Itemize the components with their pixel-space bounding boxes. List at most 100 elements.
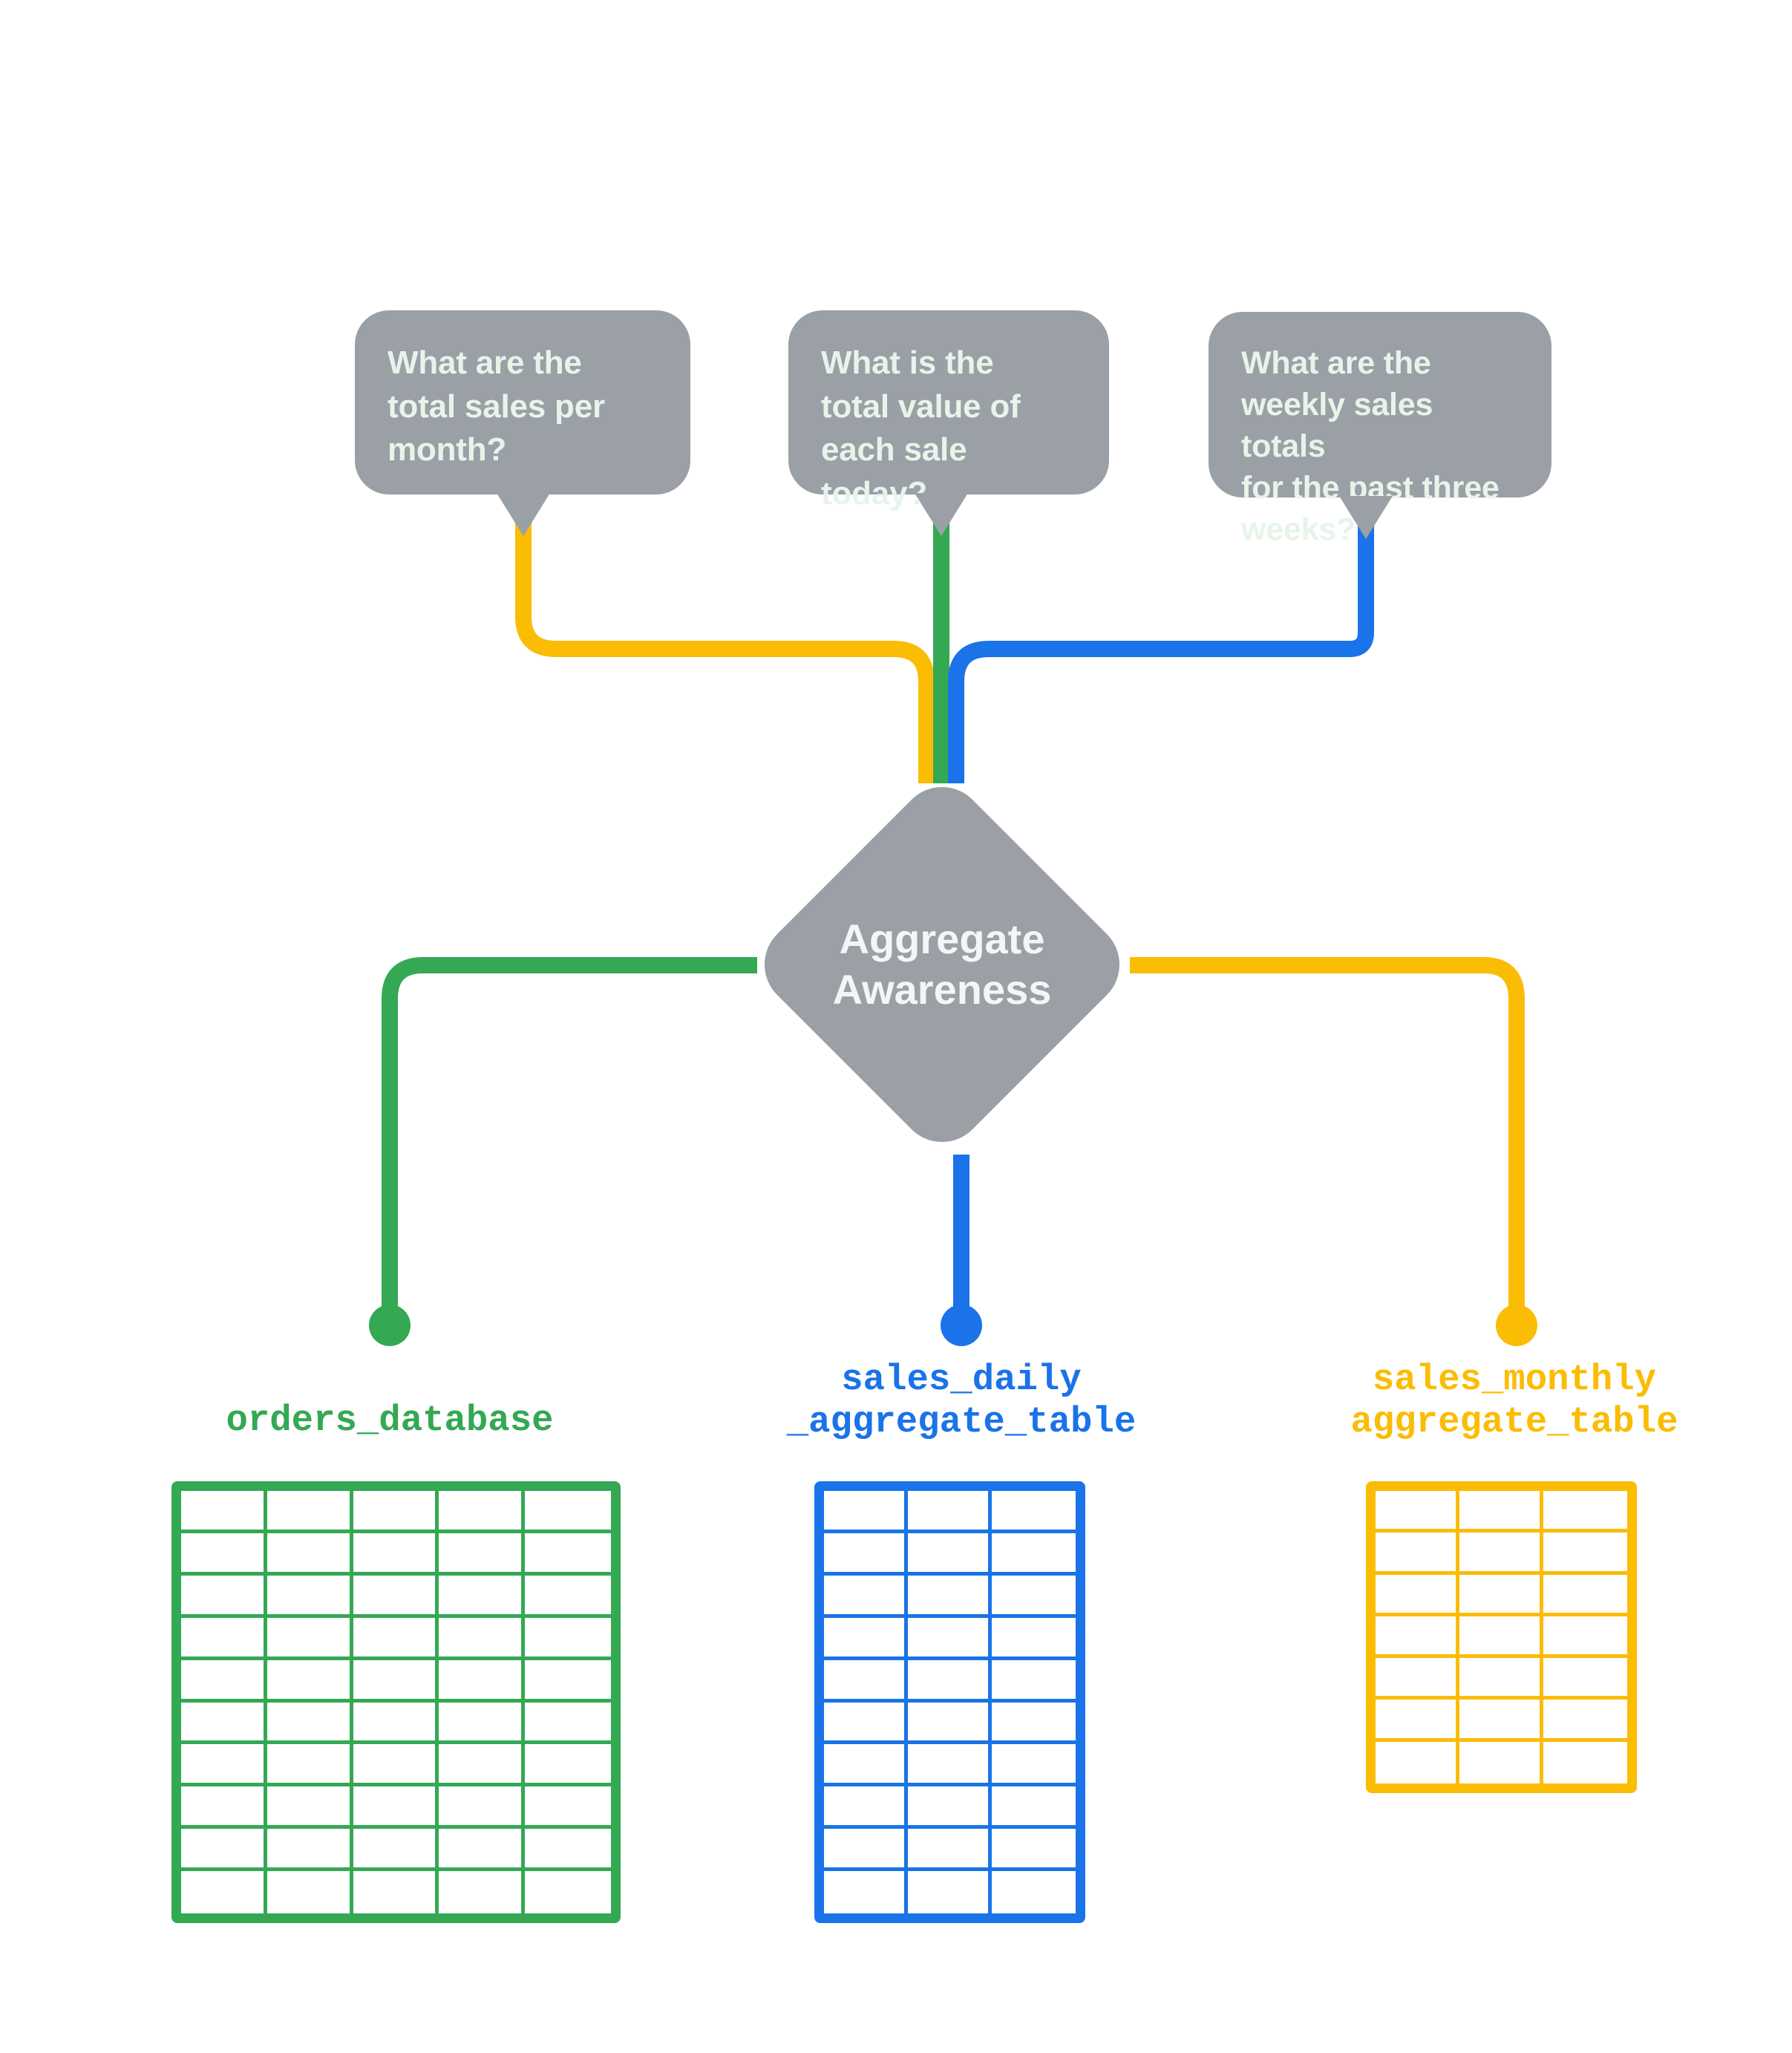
table-cell	[181, 1617, 267, 1660]
table-cell	[181, 1659, 267, 1703]
table-cell	[353, 1702, 439, 1745]
connector-blue-endpoint-dot	[941, 1305, 982, 1346]
table-cell	[181, 1575, 267, 1618]
orders-database-grid	[171, 1481, 621, 1923]
table-cell	[992, 1491, 1076, 1533]
table-cell	[824, 1702, 908, 1745]
table-cell	[353, 1871, 439, 1913]
connector-green-bottom	[382, 957, 757, 1322]
table-cell	[525, 1575, 611, 1618]
question-bubble-weekly[interactable]: What are the weekly sales totals for the…	[1209, 312, 1551, 547]
table-cell	[525, 1786, 611, 1830]
question-bubble-daily[interactable]: What is the total value of each sale tod…	[788, 310, 1109, 512]
table-cell	[353, 1786, 439, 1830]
table-cell	[439, 1659, 526, 1703]
table-cell	[1459, 1741, 1543, 1783]
table-cell	[908, 1829, 992, 1872]
table-cell	[992, 1744, 1076, 1787]
table-cell	[824, 1659, 908, 1703]
table-cell	[181, 1533, 267, 1576]
table-cell	[181, 1829, 267, 1872]
table-cell	[181, 1786, 267, 1830]
sales-monthly-aggregate-table-grid	[1366, 1481, 1637, 1793]
table-cell	[1459, 1658, 1543, 1700]
table-cell	[908, 1871, 992, 1913]
table-cell	[439, 1786, 526, 1830]
question-bubble-weekly-tail	[1339, 496, 1393, 539]
table-cell	[1376, 1533, 1459, 1575]
table-cell	[266, 1871, 353, 1913]
table-cell	[1459, 1574, 1543, 1616]
table-cell	[824, 1575, 908, 1618]
sales-monthly-aggregate-table-label: sales_monthly aggregate_table	[1350, 1359, 1678, 1443]
table-cell	[1376, 1741, 1459, 1783]
table-cell	[908, 1533, 992, 1576]
table-cell	[1376, 1616, 1459, 1659]
table-cell	[824, 1786, 908, 1830]
table-cell	[1543, 1658, 1627, 1700]
table-cell	[1376, 1574, 1459, 1616]
table-cell	[266, 1533, 353, 1576]
table-cell	[353, 1829, 439, 1872]
table-cell	[992, 1702, 1076, 1745]
table-cell	[266, 1659, 353, 1703]
table-cell	[525, 1659, 611, 1703]
table-cell	[824, 1491, 908, 1533]
table-cell	[1543, 1741, 1627, 1783]
table-cell	[1459, 1700, 1543, 1742]
aggregate-awareness-node[interactable]: Aggregate Awareness	[746, 768, 1138, 1161]
table-cell	[908, 1786, 992, 1830]
table-cell	[1543, 1491, 1627, 1533]
table-cell	[266, 1491, 353, 1533]
table-cell	[266, 1617, 353, 1660]
orders-database-label: orders_database	[226, 1400, 554, 1441]
table-cell	[353, 1533, 439, 1576]
table-cell	[266, 1744, 353, 1787]
table-cell	[1459, 1616, 1543, 1659]
table-cell	[525, 1533, 611, 1576]
table-cell	[908, 1702, 992, 1745]
connector-blue-top	[948, 520, 1374, 783]
question-bubble-daily-tail	[915, 493, 968, 536]
table-cell	[1543, 1574, 1627, 1616]
table-cell	[525, 1617, 611, 1660]
question-bubble-monthly-tail	[497, 493, 550, 536]
table-cell	[525, 1702, 611, 1745]
table-cell	[1459, 1491, 1543, 1533]
table-cell	[439, 1702, 526, 1745]
table-cell	[353, 1659, 439, 1703]
table-cell	[908, 1659, 992, 1703]
table-cell	[266, 1786, 353, 1830]
table-cell	[992, 1533, 1076, 1576]
table-cell	[992, 1659, 1076, 1703]
table-cell	[908, 1491, 992, 1533]
question-bubble-daily-text: What is the total value of each sale tod…	[821, 345, 1021, 512]
question-bubble-monthly[interactable]: What are the total sales per month?	[355, 310, 690, 495]
table-cell	[525, 1744, 611, 1787]
question-bubble-monthly-text: What are the total sales per month?	[387, 345, 605, 469]
connector-yellow-bottom	[1130, 957, 1525, 1322]
table-cell	[439, 1575, 526, 1618]
table-cell	[439, 1533, 526, 1576]
table-cell	[992, 1871, 1076, 1913]
table-cell	[908, 1617, 992, 1660]
table-cell	[181, 1491, 267, 1533]
table-cell	[908, 1744, 992, 1787]
table-cell	[1376, 1491, 1459, 1533]
table-cell	[992, 1575, 1076, 1618]
table-cell	[266, 1575, 353, 1618]
table-cell	[1543, 1700, 1627, 1742]
table-cell	[1376, 1700, 1459, 1742]
table-cell	[439, 1491, 526, 1533]
table-cell	[181, 1871, 267, 1913]
table-cell	[266, 1829, 353, 1872]
table-cell	[824, 1744, 908, 1787]
table-cell	[525, 1871, 611, 1913]
table-cell	[439, 1744, 526, 1787]
table-cell	[525, 1829, 611, 1872]
table-cell	[353, 1617, 439, 1660]
table-cell	[353, 1491, 439, 1533]
connector-yellow-endpoint-dot	[1496, 1305, 1537, 1346]
connector-yellow-top	[515, 520, 935, 783]
table-cell	[266, 1702, 353, 1745]
